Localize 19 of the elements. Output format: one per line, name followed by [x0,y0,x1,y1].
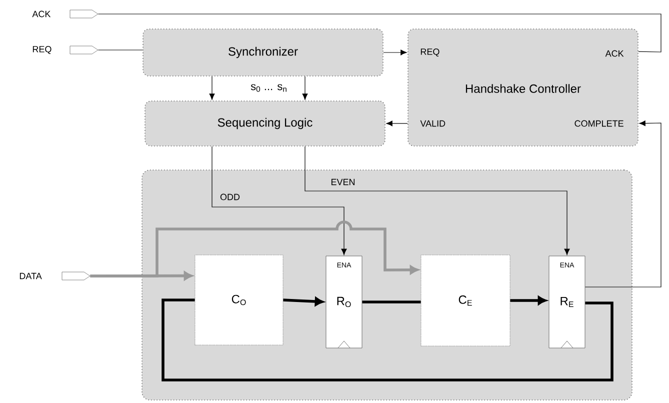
arrow [302,76,308,100]
logic-box: C$_{O}$ [194,254,284,346]
arrow [212,146,347,255]
arrow [283,297,324,306]
block-box: Synchronizer [142,28,384,76]
logic-box: C$_{E}$ [420,254,510,346]
port-label: DATA [20,272,90,280]
port-label: ACK [32,10,98,18]
arrow [90,220,418,278]
arrow [209,76,215,100]
block-box: Sequencing Logic [144,100,386,146]
arrow [510,296,546,305]
signal-label: s$_{0}$ ... s$_{n}$ [250,84,286,92]
port-label: REQ [32,46,98,54]
arrow [386,120,408,126]
arrow [304,146,570,255]
arrow [584,120,662,288]
block-box: REQ ACK Handshake Controller VALID COMPLETE [408,28,638,146]
arrow [383,50,407,56]
